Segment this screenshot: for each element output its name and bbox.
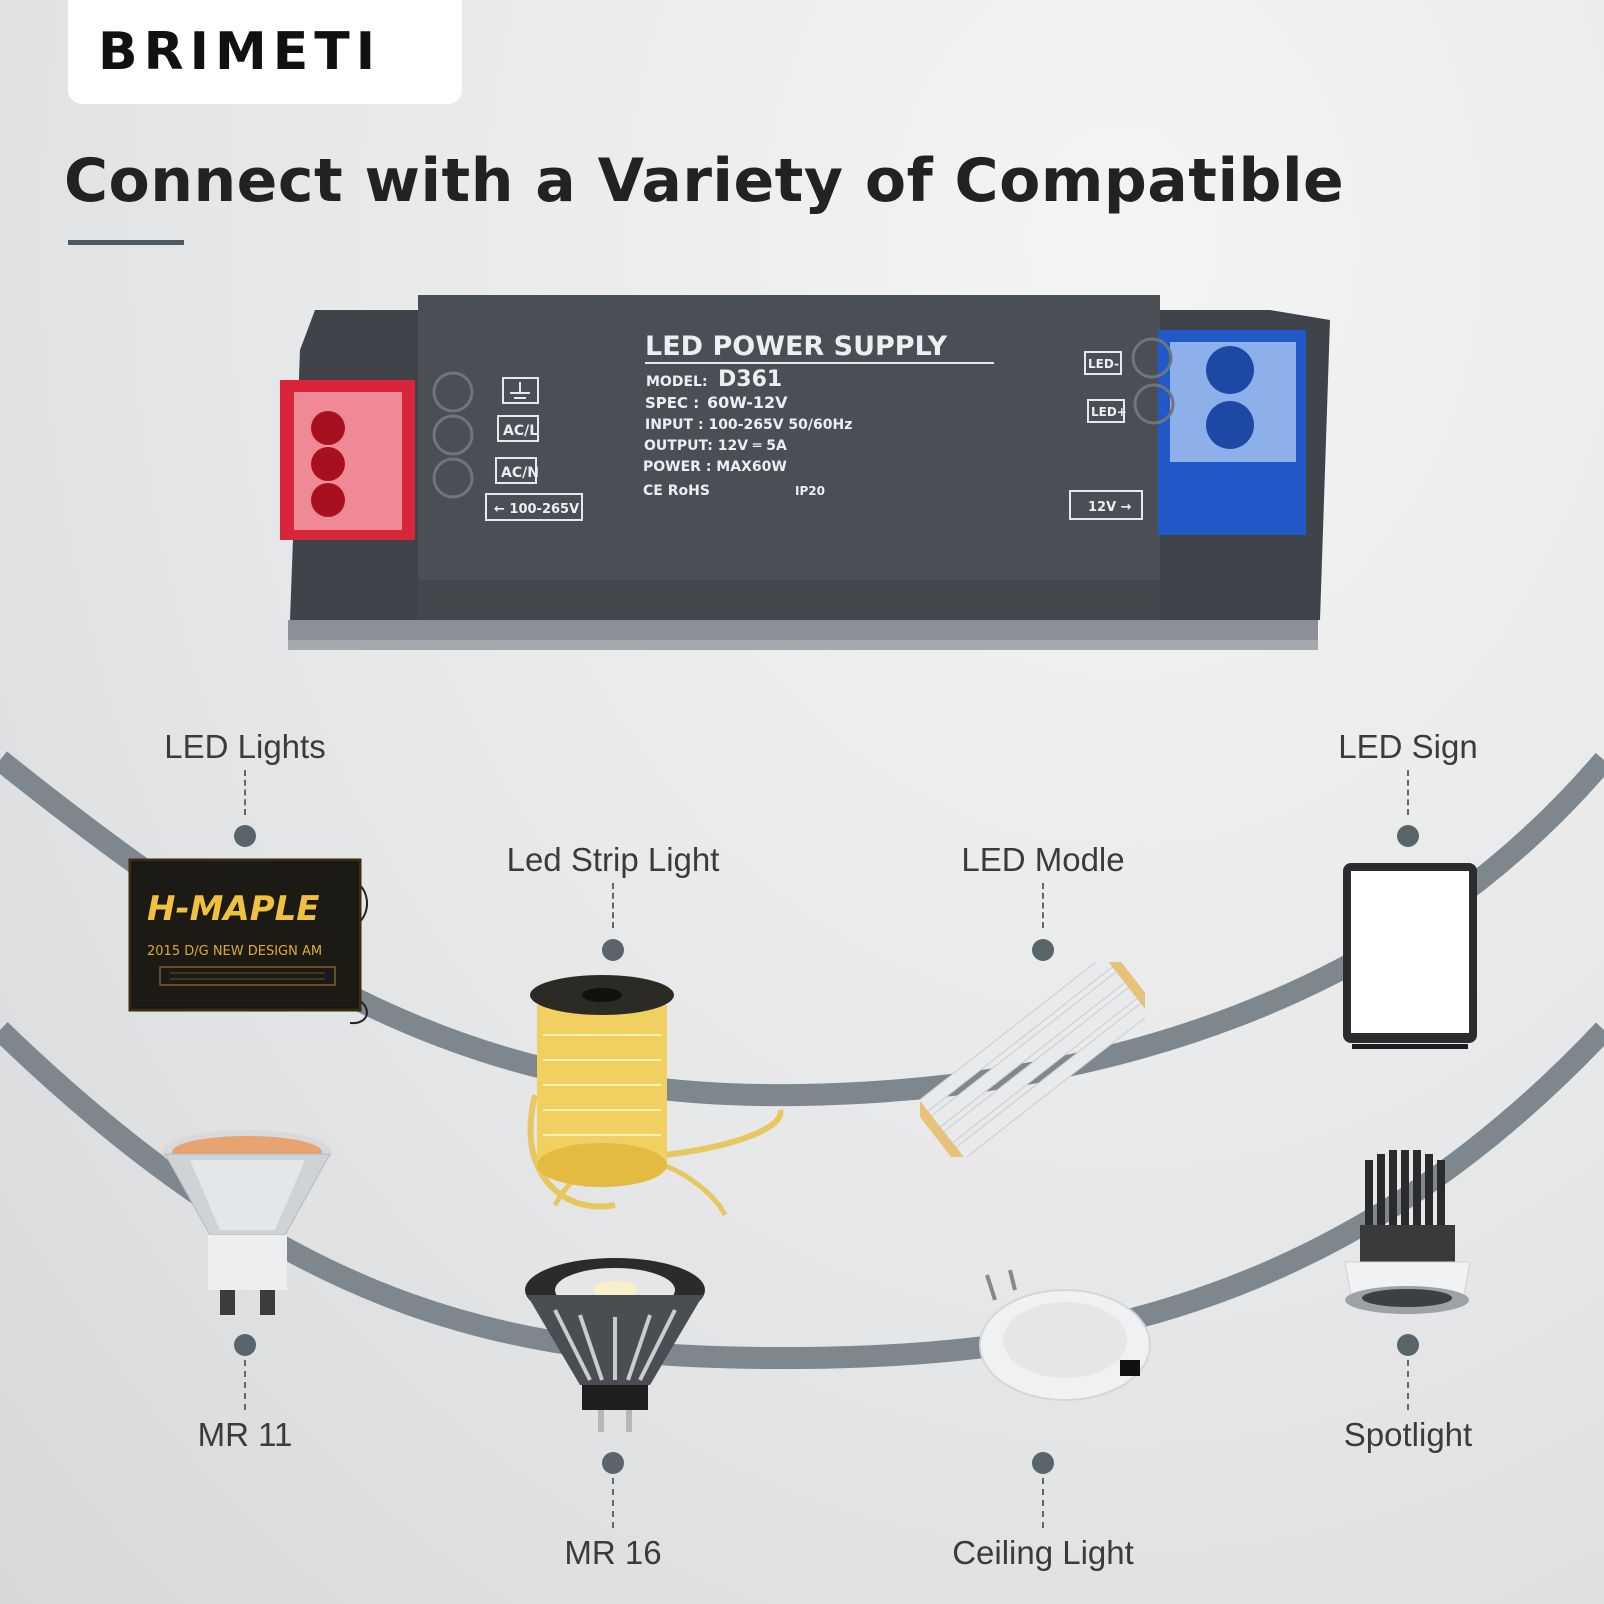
driver-title: LED POWER SUPPLY [645,331,948,362]
mr16-bulb-image [525,1258,705,1432]
spec-value: 60W-12V [707,393,788,412]
connector-dot [602,1452,624,1474]
mr11-bulb-image [162,1130,332,1315]
brand-logo: BRIMETI [98,22,382,82]
input-arrow-label: ← 100-265V [494,502,579,517]
ceiling-light-image [979,1270,1151,1401]
output-spec: OUTPUT: 12V ═ 5A [644,438,787,454]
sign-subtitle: 2015 D/G NEW DESIGN AM [147,944,322,959]
logo-badge [68,0,462,104]
led-sign-panel-image [1343,863,1477,1049]
connector-dot [1397,825,1419,847]
ip-rating: IP20 [795,484,825,498]
led-module-image [920,962,1145,1157]
led-strip-light-image [527,975,784,1217]
output-arrow-label: 12V → [1088,500,1132,515]
connector-dot [234,1334,256,1356]
ground-icon [502,377,539,404]
connector-dot [234,825,256,847]
page-headline: Connect with a Variety of Compatible [64,146,1345,216]
connector-dot [1032,1452,1054,1474]
connector-dot [1397,1334,1419,1356]
sign-title: H-MAPLE [147,889,320,929]
power-spec: POWER : MAX60W [643,459,787,475]
ac-l-label: AC/L [503,423,538,439]
connector-dot [1032,939,1054,961]
ac-n-label: AC/N [501,465,539,481]
label-led-module: LED Modle [961,841,1125,878]
label-led-strip: Led Strip Light [506,841,720,878]
led-lights-sign-image: H-MAPLE 2015 D/G NEW DESIGN AM [128,858,368,1025]
cert-marks: CE RoHS [643,483,710,499]
led-power-supply: AC/L AC/N ← 100-265V LED POWER SUPPLY MO… [280,295,1330,650]
label-led-sign: LED Sign [1338,728,1478,765]
headline-underline [68,240,184,245]
label-led-lights: LED Lights [164,728,326,765]
input-spec: INPUT : 100-265V 50/60Hz [645,417,852,433]
led-minus-label: LED- [1088,357,1119,371]
label-ceiling-light: Ceiling Light [952,1534,1134,1571]
model-value: D361 [718,367,782,392]
spec-label: SPEC : [645,394,699,412]
label-mr11: MR 11 [197,1416,293,1453]
spotlight-image [1344,1150,1471,1314]
led-plus-label: LED+ [1091,405,1127,419]
connector-dot [602,939,624,961]
label-mr16: MR 16 [564,1534,662,1571]
model-label: MODEL: [646,374,708,390]
label-spotlight: Spotlight [1343,1416,1473,1453]
